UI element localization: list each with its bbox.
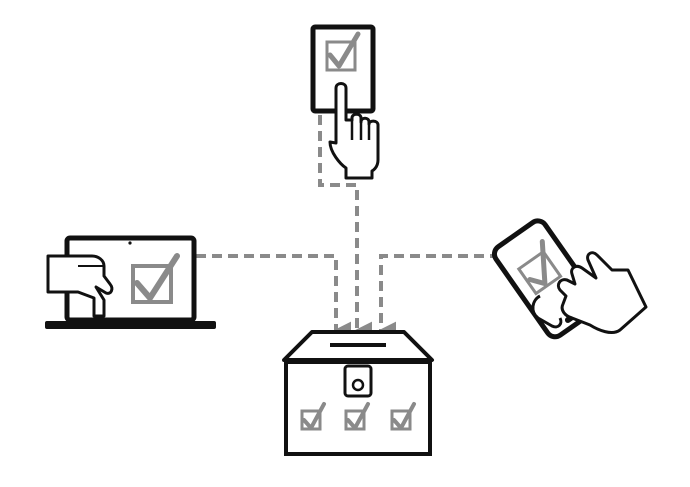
- laptop-icon: [45, 235, 216, 329]
- connector-lines: [196, 115, 500, 339]
- phone-hand-icon: [531, 251, 648, 334]
- laptop-base: [45, 321, 216, 329]
- connector-tablet: [318, 115, 373, 339]
- connector-phone: [379, 254, 500, 339]
- smartphone-icon: [491, 218, 648, 340]
- ballot-box-latch: [343, 364, 373, 398]
- connector-laptop: [196, 254, 352, 339]
- tablet-hand-icon: [328, 82, 380, 180]
- ballot-check-icon: [390, 402, 416, 431]
- ballot-check-icon: [300, 402, 326, 431]
- ballot-box-slot: [330, 343, 386, 347]
- tablet-touch-icon: [310, 24, 380, 180]
- ballot-check-icon: [344, 402, 370, 431]
- laptop-hand-icon: [46, 254, 114, 318]
- phone-check-icon: [516, 238, 563, 296]
- tablet-check-icon: [325, 31, 361, 72]
- laptop-camera: [128, 241, 132, 245]
- ballot-box-icon: [282, 330, 434, 456]
- laptop-check-icon: [131, 253, 180, 304]
